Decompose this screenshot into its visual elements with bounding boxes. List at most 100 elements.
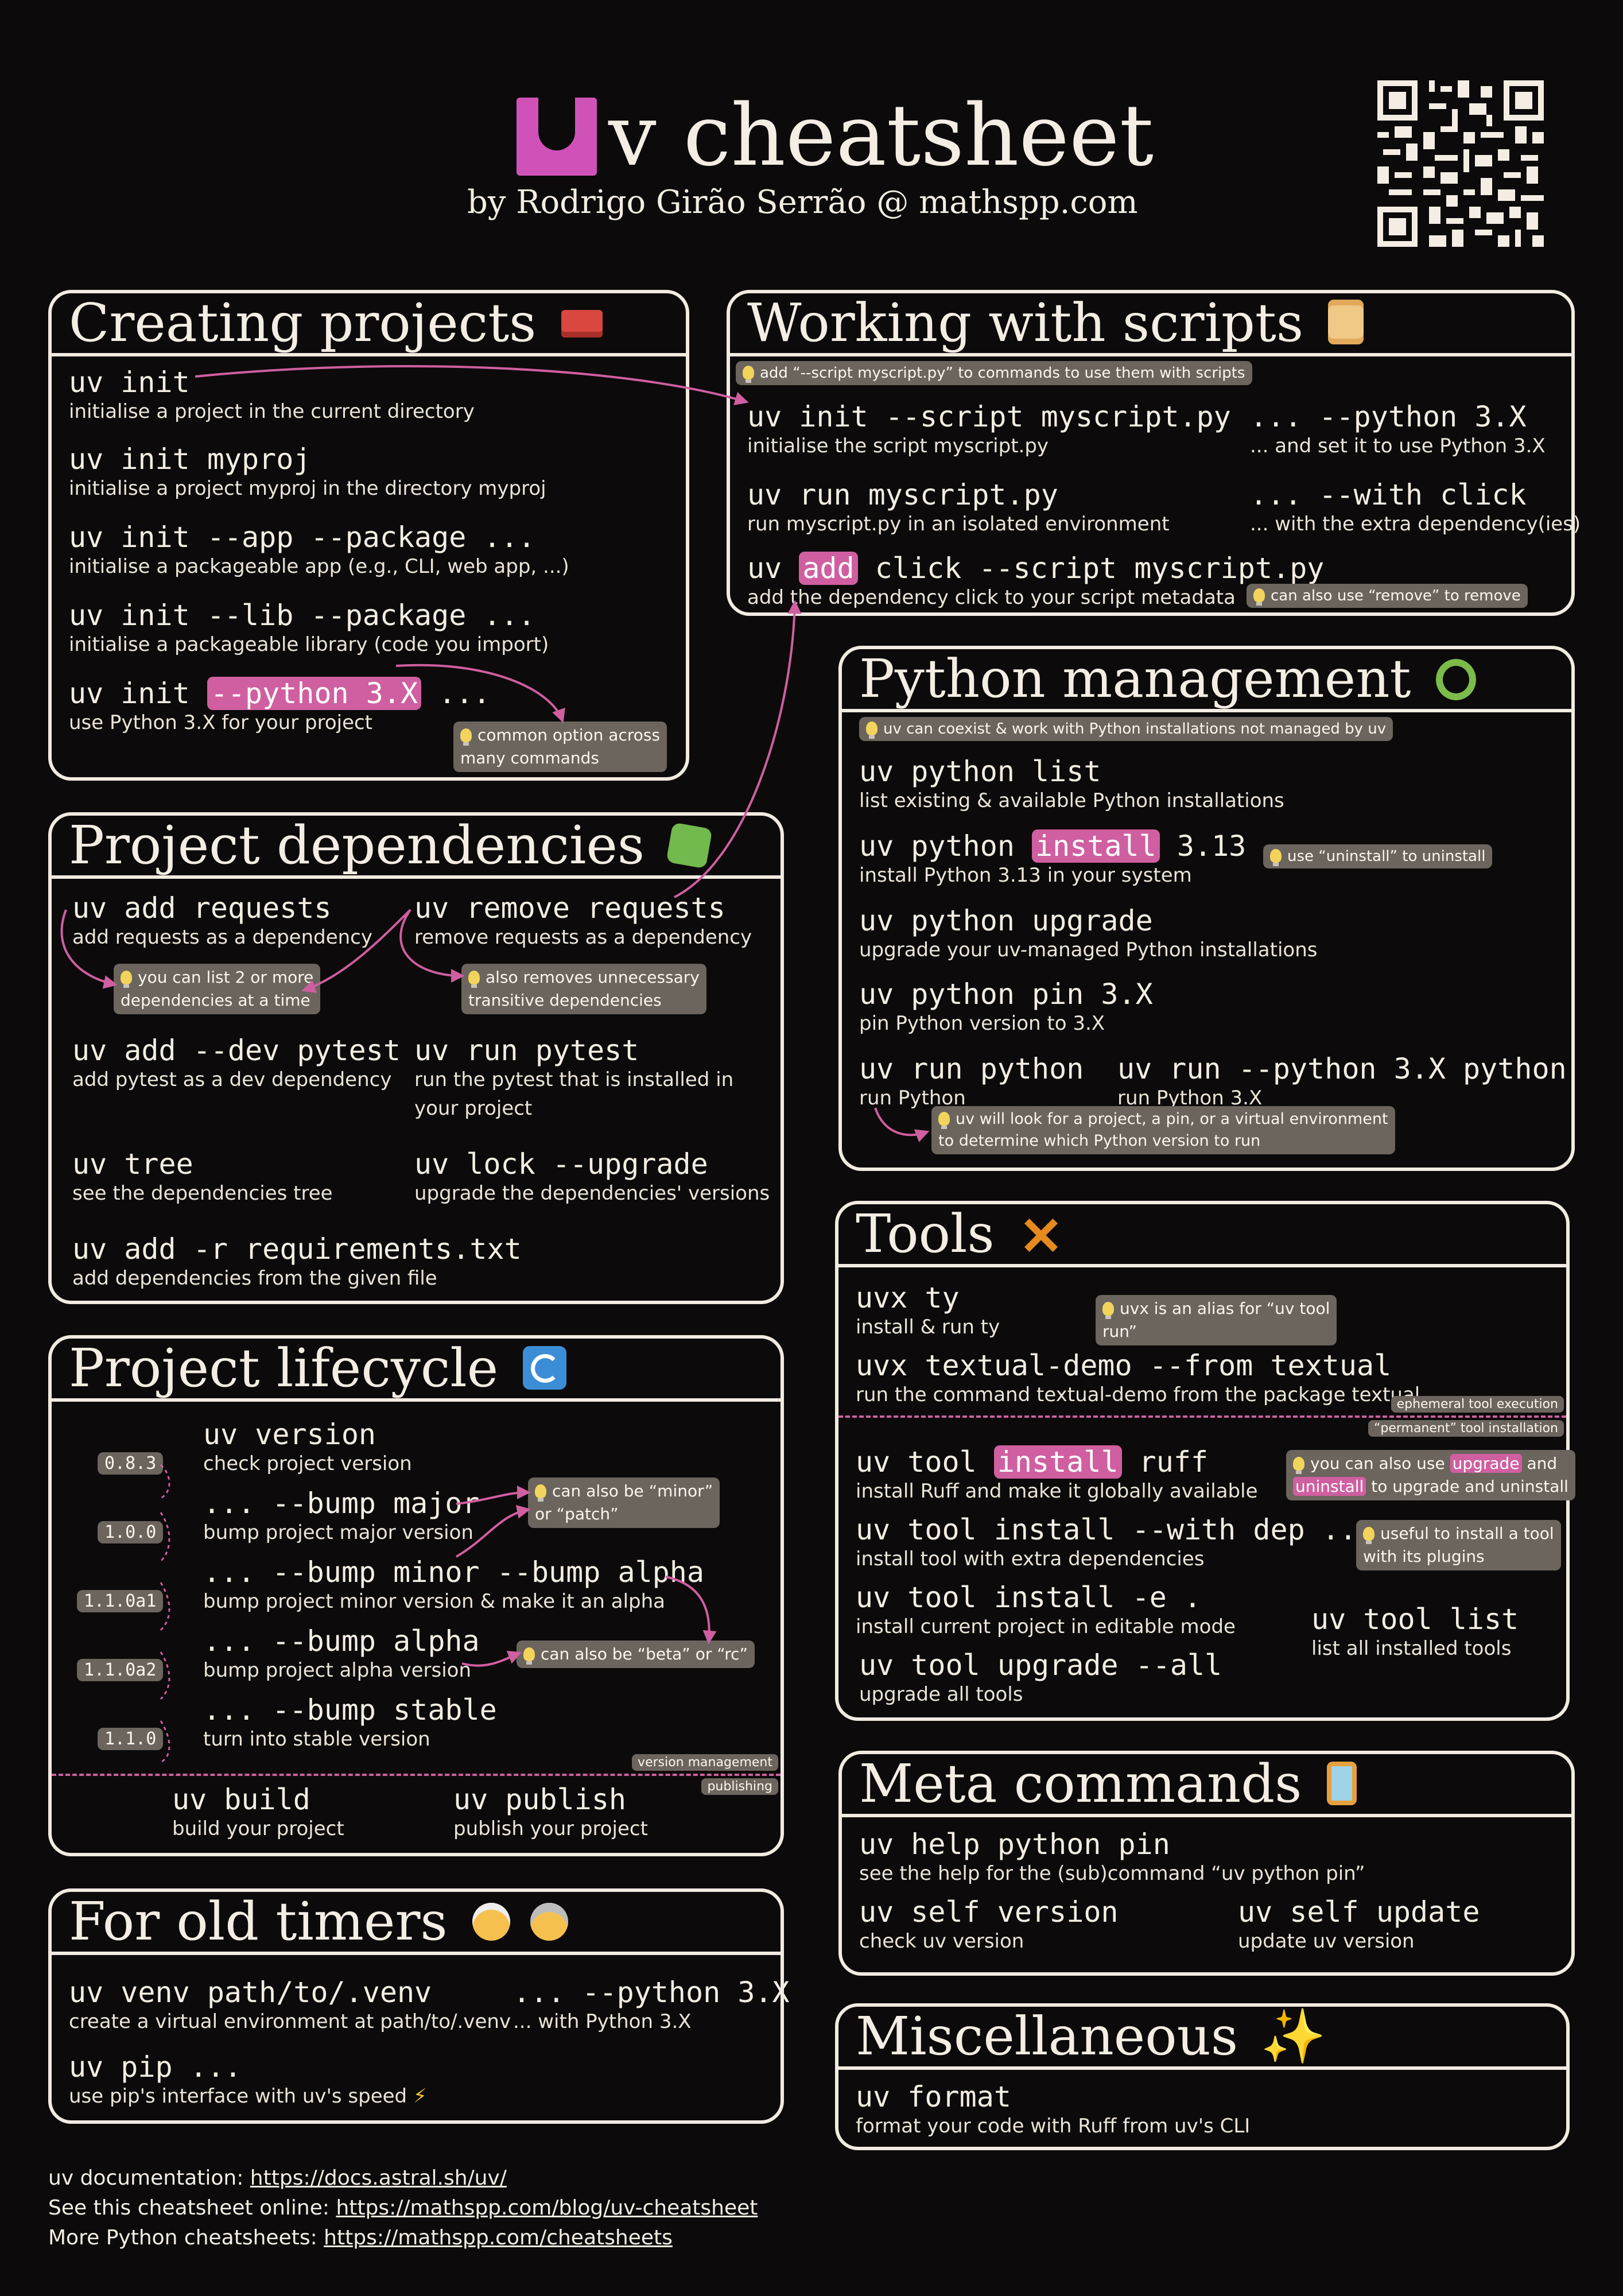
cmd-uv-remove: uv remove requests (414, 891, 725, 925)
cmd-uv-python-install: uv python install 3.13 (859, 829, 1247, 863)
desc-uv-init: initialise a project in the current dire… (69, 400, 475, 423)
desc-uv-init-lib: initialise a packageable library (code y… (69, 633, 549, 656)
cmd-uv-tool-upgrade-all: uv tool upgrade --all (859, 1649, 1222, 1682)
tip-beta-rc: can also be “beta” or “rc” (517, 1640, 755, 1668)
lightbulb-icon (938, 1112, 950, 1129)
cmd-uv-tool-install-e: uv tool install -e . (856, 1581, 1202, 1614)
snake-icon (1435, 659, 1476, 700)
lightbulb-icon (523, 1647, 535, 1665)
panel-project-lifecycle: Project lifecycle uv version check proje… (48, 1335, 784, 1856)
desc-venv-python: ... with Python 3.X (513, 2010, 692, 2033)
desc-uv-tool-install-e: install current project in editable mode (856, 1615, 1236, 1638)
cmd-uv-init: uv init (69, 366, 190, 399)
cmd-uv-init-script: uv init --script myscript.py (747, 400, 1231, 433)
desc-uv-tool-list: list all installed tools (1311, 1637, 1512, 1660)
desc-uv-help: see the help for the (sub)command “uv py… (859, 1862, 1365, 1885)
cmd-uv-publish: uv publish (453, 1783, 627, 1816)
desc-uv-init-script: initialise the script myscript.py (747, 435, 1049, 457)
deps-title: Project dependencies (69, 815, 713, 876)
lightbulb-icon (1293, 1457, 1304, 1474)
cmd-uv-run-python: uv run python (859, 1052, 1084, 1085)
cmd-uv-add-script: uv add click --script myscript.py (747, 552, 1325, 585)
docs-link[interactable]: https://docs.astral.sh/uv/ (250, 2166, 507, 2190)
footer-more: More Python cheatsheets: https://mathspp… (48, 2226, 673, 2250)
cmd-uv-build: uv build (172, 1783, 310, 1816)
more-cheatsheets-link[interactable]: https://mathspp.com/cheatsheets (324, 2226, 673, 2250)
meta-title: Meta commands (859, 1753, 1357, 1814)
cmd-uv-run-script: uv run myscript.py (747, 478, 1058, 511)
refresh-icon (523, 1346, 567, 1390)
desc-bump-minor-alpha: bump project minor version & make it an … (203, 1590, 665, 1613)
tag-publishing: publishing (701, 1778, 778, 1795)
desc-uv-run-script: run myscript.py in an isolated environme… (747, 513, 1170, 536)
desc-uv-run-pytest-1: run the pytest that is installed in (414, 1068, 734, 1091)
desc-script-with: ... with the extra dependency(ies) (1250, 513, 1581, 536)
footer-online: See this cheatsheet online: https://math… (48, 2196, 758, 2220)
section-divider (52, 1774, 781, 1776)
panel-project-dependencies: Project dependencies uv add requests add… (48, 812, 784, 1304)
version-badge-3: 1.1.0a1 (77, 1590, 164, 1612)
cmd-uv-tool-install-with: uv tool install --with dep ... (856, 1513, 1374, 1546)
desc-uv-init-python: use Python 3.X for your project (69, 711, 373, 734)
lightbulb-icon (535, 1484, 546, 1502)
panel-creating-projects: Creating projects uv init initialise a p… (48, 290, 689, 781)
tip-remove: can also use “remove” to remove (1247, 584, 1528, 608)
cmd-uv-pip: uv pip ... (69, 2050, 242, 2084)
cmd-uv-run-pytest: uv run pytest (414, 1034, 639, 1067)
tag-ephemeral: ephemeral tool execution (1391, 1396, 1564, 1413)
cmd-uvx-ty: uvx ty (856, 1281, 960, 1314)
desc-uv-build: build your project (172, 1817, 344, 1840)
cmd-uv-python-list: uv python list (859, 755, 1101, 788)
title-divider (730, 353, 1571, 356)
lightbulb-icon (1253, 588, 1265, 606)
scripts-title: Working with scripts (747, 292, 1364, 354)
version-badge-1: 0.8.3 (98, 1452, 164, 1475)
panel-miscellaneous: Miscellaneous ✨ uv format format your co… (835, 2003, 1570, 2150)
cmd-venv-python: ... --python 3.X (513, 1976, 790, 2009)
cmd-uv-tool-install: uv tool install ruff (856, 1445, 1209, 1479)
tip-coexist: uv can coexist & work with Python instal… (859, 717, 1393, 741)
tip-version-lookup: uv will look for a project, a pin, or a … (931, 1106, 1395, 1154)
hammer-pick-icon (1019, 1212, 1063, 1255)
oldtimers-title: For old timers (69, 1891, 569, 1952)
desc-uv-remove: remove requests as a dependency (414, 926, 752, 949)
panel-working-with-scripts: Working with scripts add “--script myscr… (727, 290, 1581, 616)
title-divider (52, 1398, 781, 1402)
desc-uv-publish: publish your project (453, 1817, 648, 1840)
cmd-uv-python-upgrade: uv python upgrade (859, 904, 1153, 937)
cmd-uv-init-myproj: uv init myproj (69, 443, 311, 476)
desc-script-python: ... and set it to use Python 3.X (1250, 435, 1546, 457)
desc-uv-add: add requests as a dependency (72, 926, 372, 949)
panel-meta-commands: Meta commands uv help python pin see the… (838, 1751, 1575, 1976)
desc-uvx-ty: install & run ty (856, 1316, 1000, 1339)
cheatsheet-link[interactable]: https://mathspp.com/blog/uv-cheatsheet (336, 2196, 758, 2220)
cmd-uv-init-app: uv init --app --package ... (69, 521, 535, 554)
tag-version-management: version management (632, 1754, 778, 1771)
desc-uv-init-app: initialise a packageable app (e.g., CLI,… (69, 555, 569, 578)
cmd-uv-run-python-3x: uv run --python 3.X python (1117, 1052, 1567, 1085)
desc-uv-python-install: install Python 3.13 in your system (859, 864, 1192, 887)
lightbulb-icon (1270, 849, 1282, 866)
desc-uv-venv: create a virtual environment at path/to/… (69, 2010, 511, 2033)
cmd-uv-venv: uv venv path/to/.venv (69, 1976, 432, 2009)
title-divider (838, 2066, 1566, 2070)
cmd-uvx-textual: uvx textual-demo --from textual (856, 1349, 1392, 1382)
desc-uv-pip: use pip's interface with uv's speed ⚡ (69, 2085, 427, 2108)
cmd-bump-alpha: ... --bump alpha (203, 1624, 480, 1658)
logo-u-block (517, 98, 597, 176)
desc-uv-tool-install-with: install tool with extra dependencies (856, 1548, 1205, 1570)
old-man-icon (472, 1903, 510, 1941)
version-badge-4: 1.1.0a2 (77, 1659, 164, 1681)
panel-python-management: Python management uv can coexist & work … (838, 646, 1575, 1171)
cmd-uv-tool-list: uv tool list (1311, 1603, 1519, 1636)
cmd-uv-help: uv help python pin (859, 1828, 1170, 1861)
desc-uv-self-version: check uv version (859, 1930, 1024, 1953)
tools-title: Tools (856, 1203, 1063, 1265)
desc-uv-python-pin: pin Python version to 3.X (859, 1012, 1105, 1035)
desc-uv-init-myproj: initialise a project myproj in the direc… (69, 477, 546, 500)
title-divider (52, 353, 686, 356)
